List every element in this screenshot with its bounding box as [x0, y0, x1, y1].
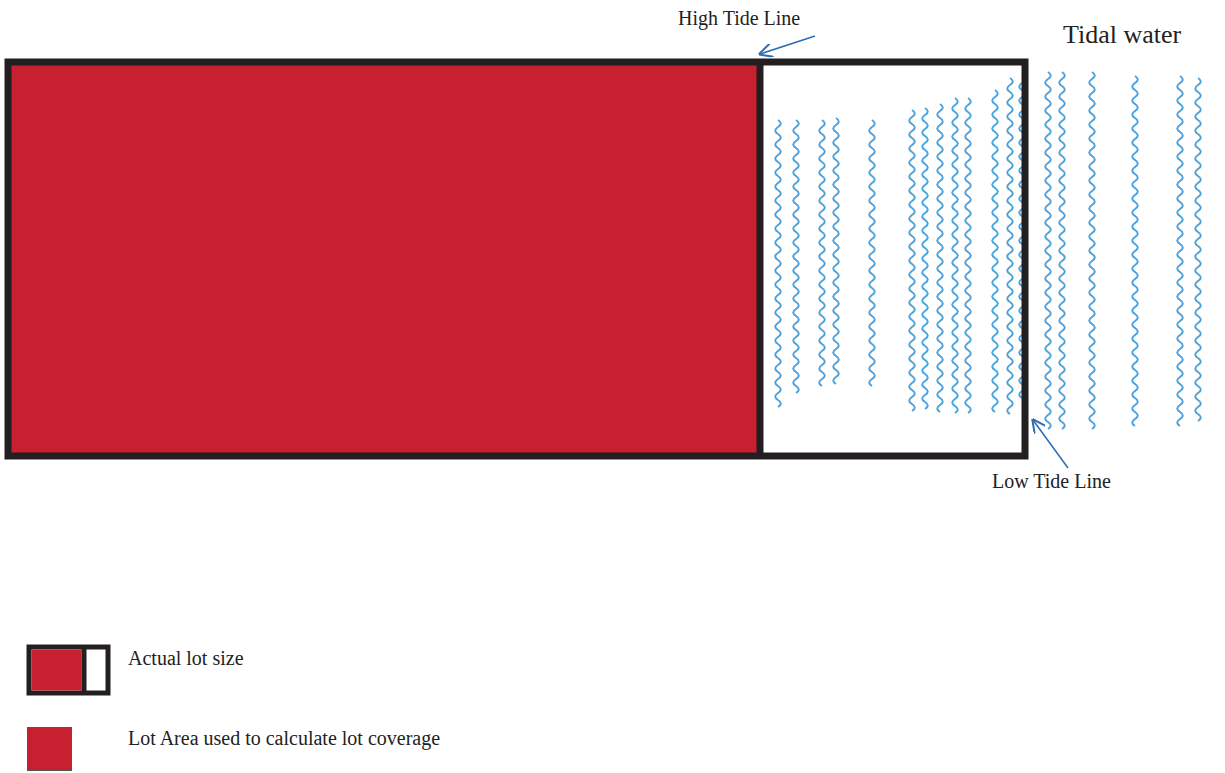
lot-outline: [8, 62, 1025, 456]
wave-stroke: [819, 120, 825, 386]
wave-stroke: [1089, 72, 1095, 429]
wave-stroke: [1045, 72, 1051, 429]
wave-stroke: [965, 98, 971, 413]
wave-stroke: [1132, 76, 1138, 426]
wave-stroke: [793, 120, 799, 393]
wave-stroke: [992, 90, 998, 412]
leader-arrow: [1033, 420, 1068, 468]
wave-stroke: [1177, 76, 1183, 426]
leader-arrow: [760, 36, 815, 54]
legend-swatch: [27, 727, 72, 771]
wave-stroke: [922, 108, 928, 409]
water-waves: [775, 72, 1201, 429]
wave-stroke: [869, 120, 875, 386]
wave-stroke: [909, 110, 915, 411]
wave-stroke: [775, 120, 781, 407]
wave-stroke: [833, 118, 839, 384]
wave-stroke: [952, 98, 958, 413]
wave-stroke: [1195, 78, 1201, 421]
annotation-label: High Tide Line: [678, 7, 800, 30]
legend-text: Actual lot size: [128, 647, 244, 670]
legend-sample-fill: [32, 650, 82, 691]
legend-sample-divider: [82, 649, 87, 691]
annotation-label: Tidal water: [1063, 20, 1181, 50]
wave-stroke: [1059, 72, 1065, 429]
wave-stroke: [1007, 78, 1013, 414]
high-tide-line: [757, 62, 764, 456]
legend-sample-lot: [29, 647, 108, 693]
wave-stroke: [937, 104, 943, 412]
annotation-label: Low Tide Line: [992, 470, 1111, 493]
lot-coverage-area: [8, 62, 758, 456]
legend-text: Lot Area used to calculate lot coverage: [128, 727, 440, 750]
